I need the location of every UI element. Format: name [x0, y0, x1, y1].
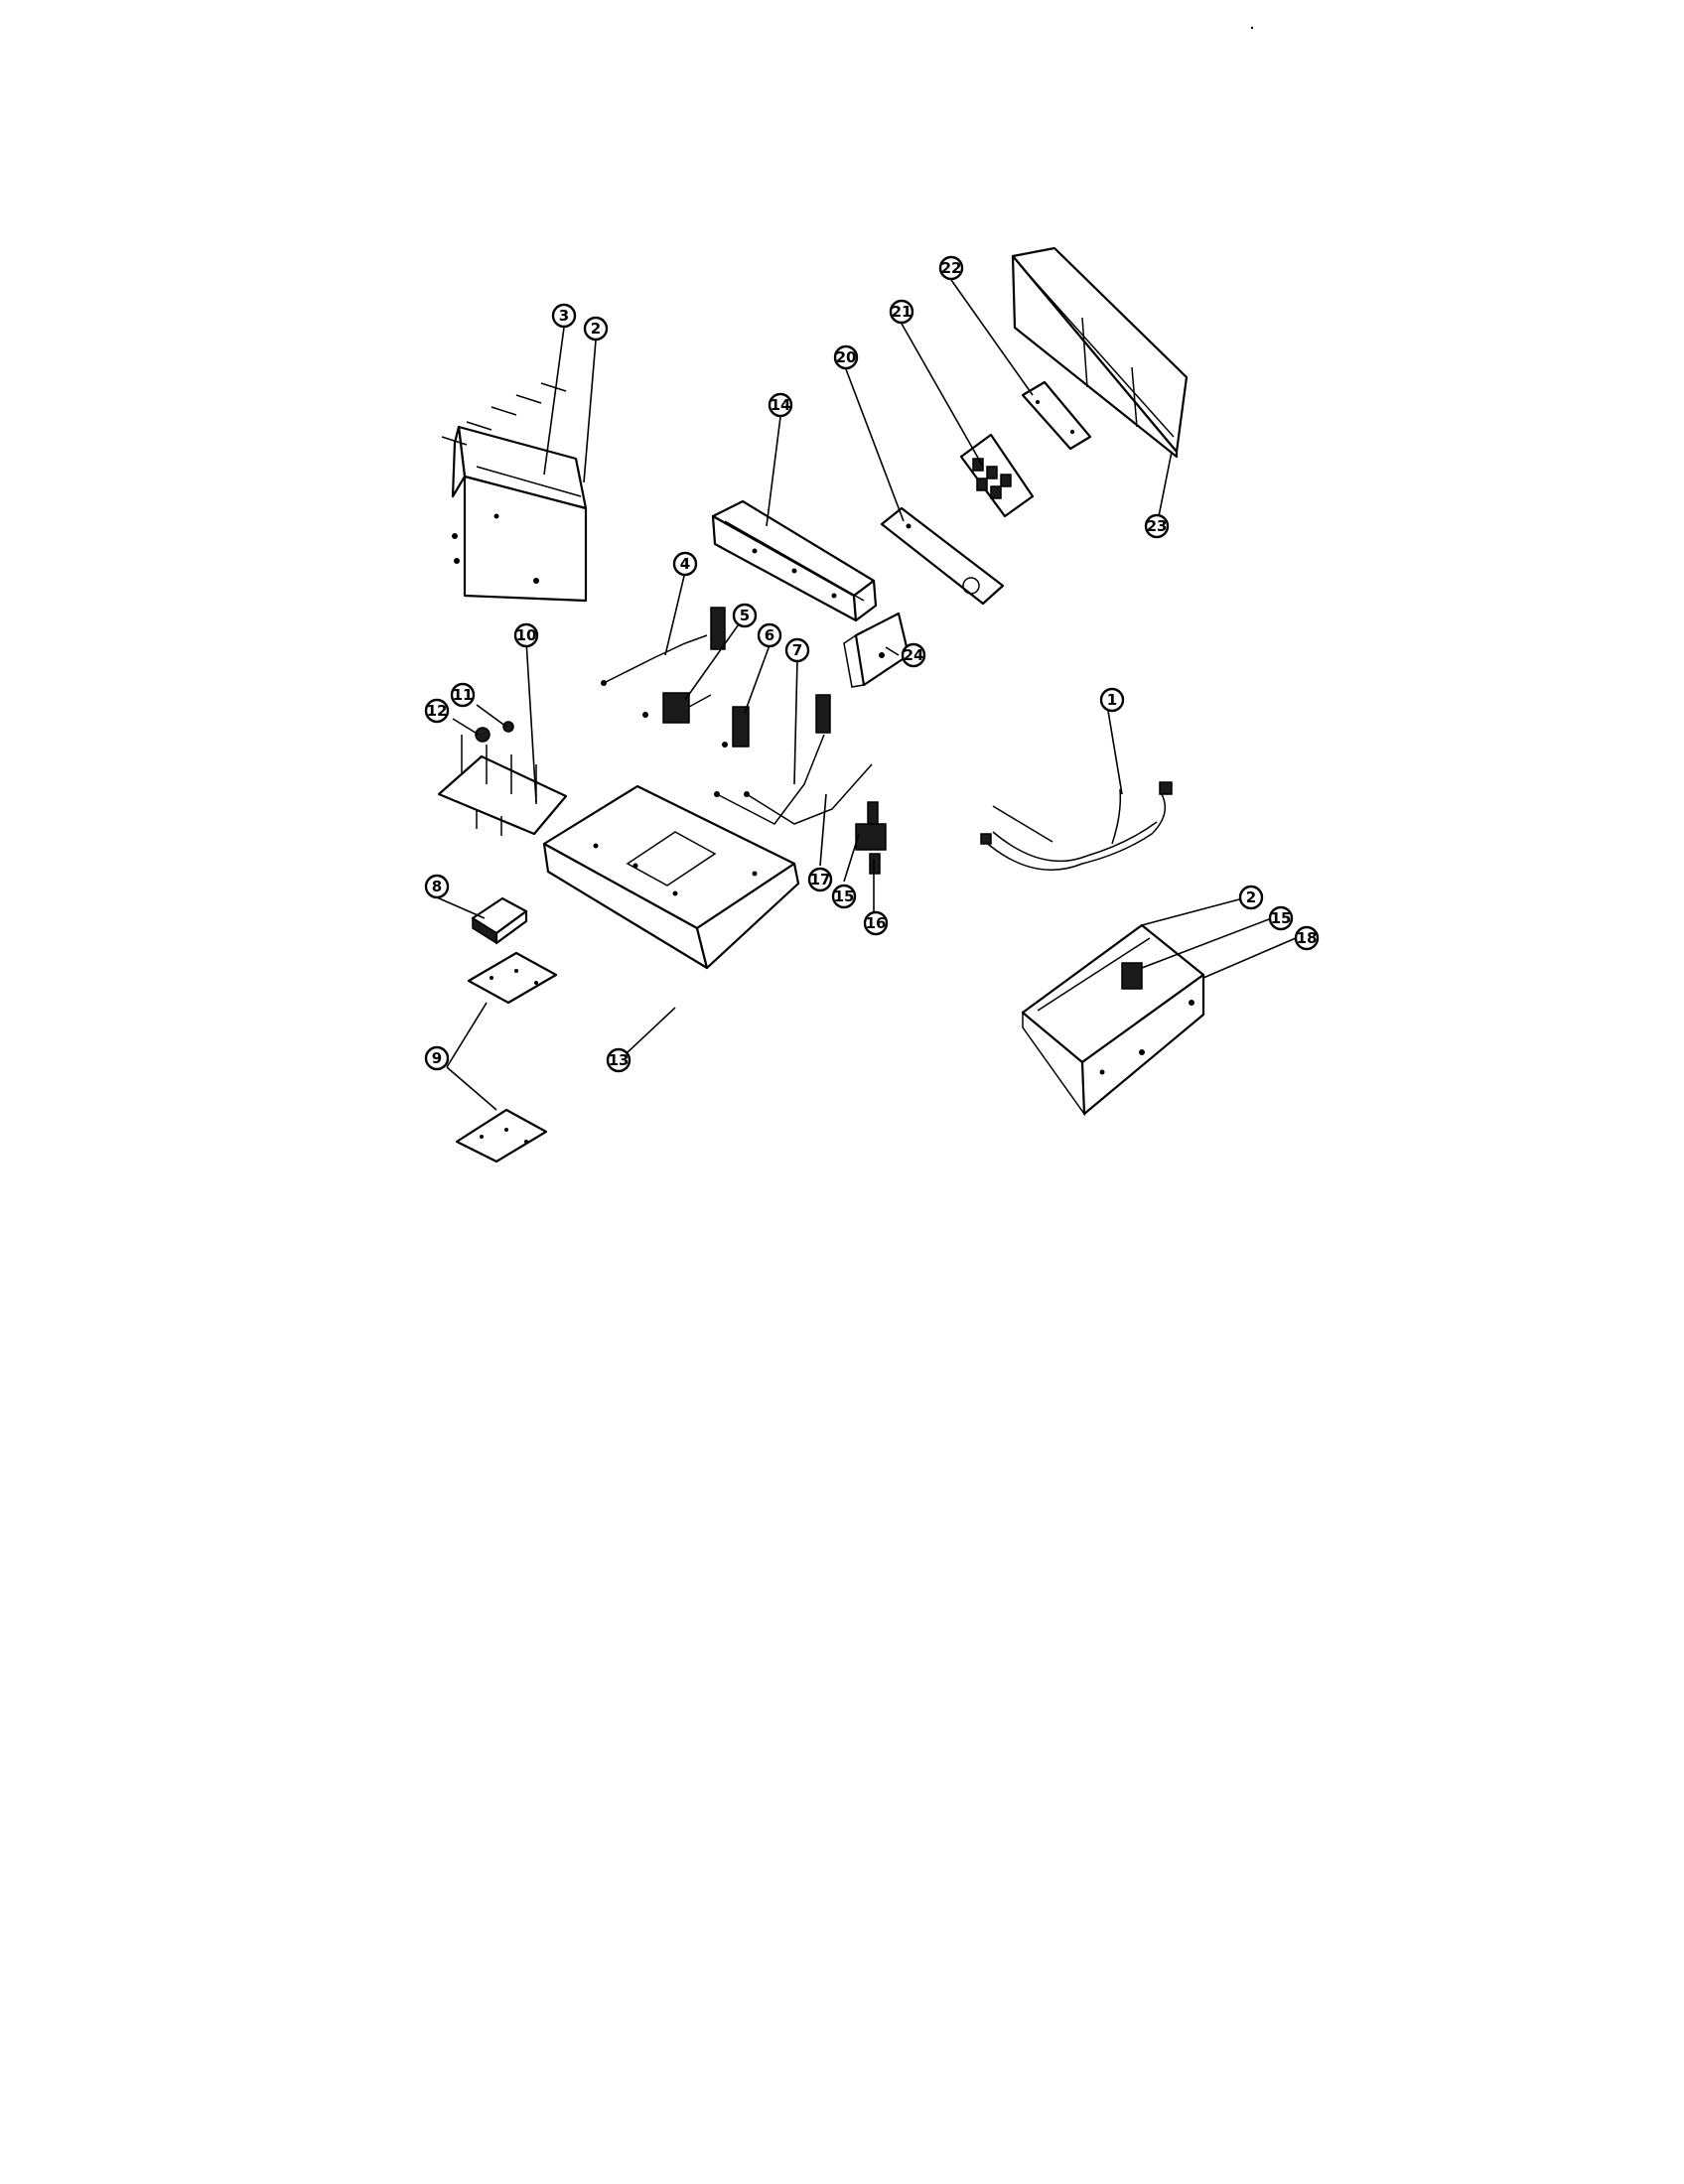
callout-17: 17: [807, 867, 833, 892]
part-right-side-bracket: [1021, 923, 1205, 1117]
part-wiring-harness: [980, 781, 1173, 871]
callout-8: 8: [424, 874, 450, 899]
callout-5: 5: [732, 603, 758, 628]
corner-mark: [1250, 26, 1254, 30]
callout-2-right: 2: [1238, 885, 1264, 910]
svg-text:12: 12: [427, 702, 448, 720]
svg-text:3: 3: [559, 307, 569, 325]
callout-13: 13: [606, 1047, 632, 1073]
part-burner-tube-7: [714, 694, 831, 825]
svg-text:5: 5: [740, 607, 750, 624]
callout-18: 18: [1294, 925, 1320, 951]
part-control-module: [959, 433, 1035, 518]
svg-text:20: 20: [836, 348, 857, 366]
part-valve-6: [722, 706, 750, 748]
part-rear-frame-panel: [1011, 246, 1189, 459]
callout-21: 21: [889, 299, 914, 325]
svg-text:18: 18: [1297, 929, 1318, 947]
part-regulator-assembly: [744, 763, 887, 875]
callout-16: 16: [863, 910, 889, 936]
part-cover-plate-lower: [455, 1108, 548, 1163]
svg-text:16: 16: [866, 914, 887, 932]
callout-14: 14: [768, 392, 793, 418]
part-small-bracket: [843, 612, 911, 688]
callout-24: 24: [901, 642, 926, 668]
part-cover-plate-upper: [467, 951, 558, 1005]
callout-7: 7: [784, 637, 810, 663]
callout-4: 4: [672, 551, 698, 577]
callout-9: 9: [424, 1045, 450, 1071]
callout-20: 20: [833, 344, 859, 370]
svg-text:23: 23: [1147, 517, 1168, 535]
part-valve-5: [642, 692, 712, 724]
part-left-side-bracket: [441, 382, 588, 603]
callout-1: 1: [1099, 687, 1125, 713]
svg-text:9: 9: [432, 1049, 442, 1067]
part-back-plate: [1021, 380, 1092, 451]
svg-text:22: 22: [941, 259, 962, 277]
svg-text:1: 1: [1107, 691, 1117, 709]
svg-text:13: 13: [609, 1051, 630, 1069]
leader-lines: [436, 279, 1297, 1111]
callout-10: 10: [513, 622, 539, 648]
svg-text:24: 24: [904, 646, 924, 664]
callout-15-right: 15: [1268, 905, 1294, 931]
svg-text:2: 2: [1246, 888, 1256, 906]
svg-text:7: 7: [792, 641, 802, 659]
callout-23: 23: [1144, 513, 1170, 539]
part-manifold-channel: [711, 499, 878, 622]
callout-15: 15: [831, 884, 857, 909]
svg-text:17: 17: [810, 871, 831, 888]
part-base-tray: [542, 784, 800, 970]
callout-3: 3: [551, 303, 577, 329]
svg-text:21: 21: [892, 303, 912, 321]
svg-text:8: 8: [432, 878, 442, 895]
part-plate-with-hole: [880, 506, 1005, 606]
callout-12: 12: [424, 698, 450, 724]
svg-text:2: 2: [591, 320, 601, 338]
svg-text:10: 10: [516, 626, 537, 644]
svg-text:11: 11: [453, 686, 474, 704]
svg-text:15: 15: [834, 887, 855, 905]
part-burner-plate: [437, 721, 568, 836]
part-burner-tube-4: [601, 607, 726, 686]
svg-text:14: 14: [771, 396, 791, 414]
callout-22: 22: [938, 255, 964, 281]
svg-text:4: 4: [680, 555, 690, 573]
callout-6: 6: [757, 622, 782, 648]
callout-2: 2: [583, 316, 609, 341]
part-small-box: [471, 896, 528, 945]
svg-text:6: 6: [765, 626, 774, 644]
svg-text:15: 15: [1271, 909, 1292, 927]
callout-11: 11: [450, 682, 476, 708]
